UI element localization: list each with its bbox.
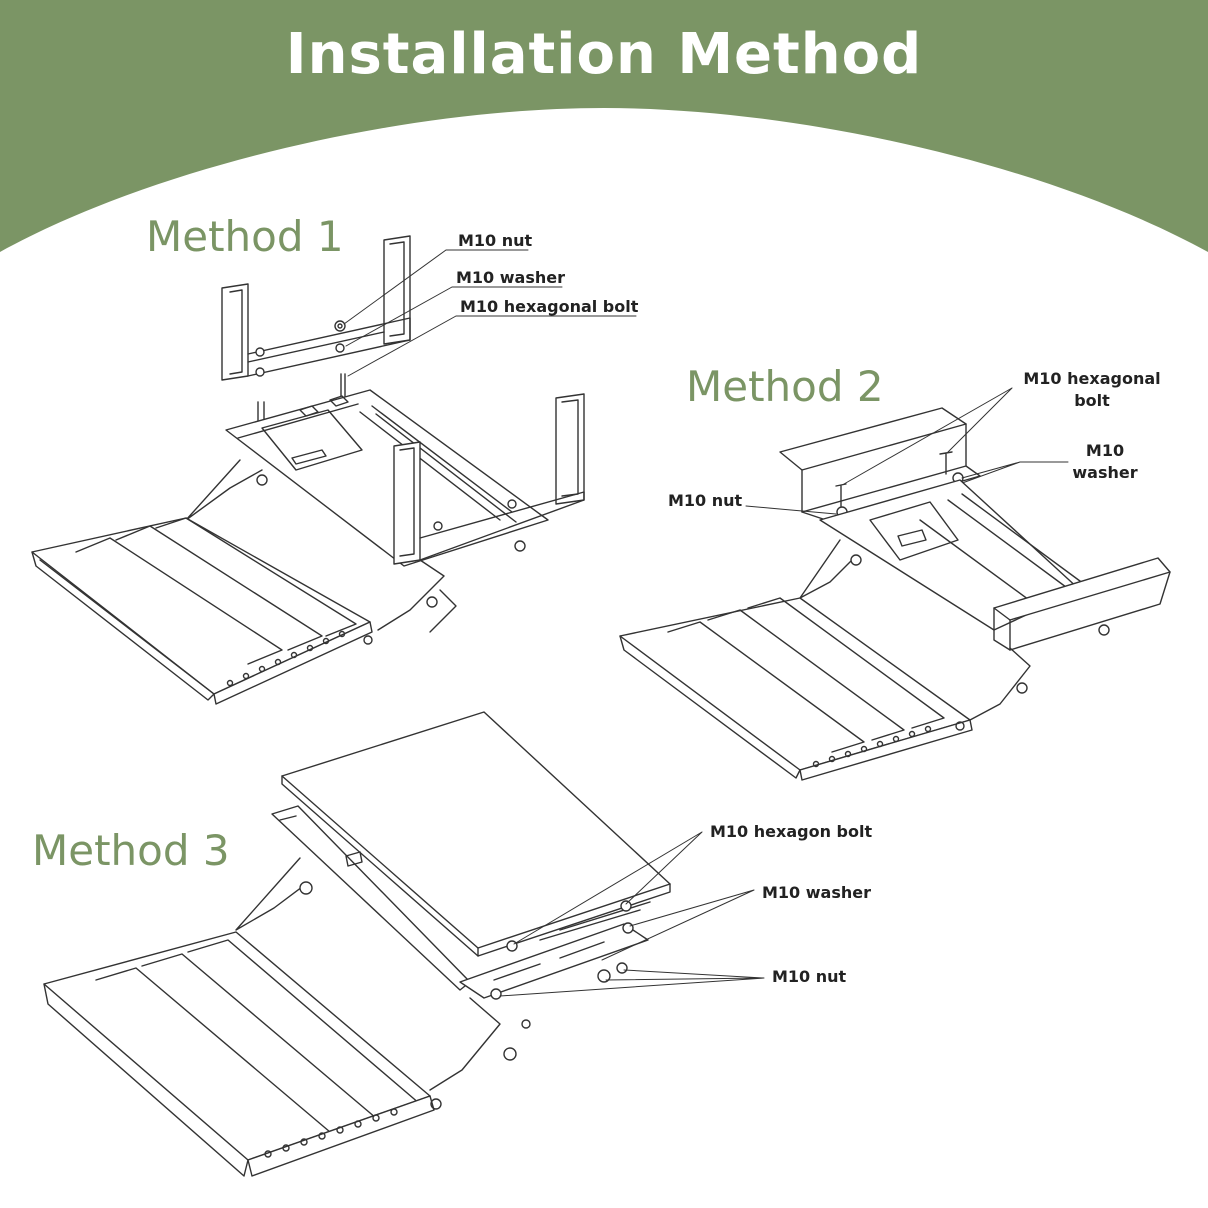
method-1-mounting-plate (225, 389, 549, 567)
method-2-far-bracket (779, 407, 981, 521)
method-1-far-frame (221, 235, 411, 381)
method-2-bolt-label: M10 hexagonal bolt (1023, 369, 1161, 410)
method-3-washer-label: M10 washer (762, 883, 871, 902)
method-1-title: Method 1 (146, 212, 344, 261)
method-1-bolt-icon (340, 373, 346, 397)
method-3-floor-panel (281, 711, 671, 957)
method-1-nut-label: M10 nut (458, 231, 533, 250)
method-3-washer-icon (506, 940, 518, 952)
method-3-step-illustration (43, 711, 765, 1177)
method-3-mounting-plate (271, 805, 651, 999)
method-1-washer-label: M10 washer (456, 268, 565, 287)
method-3-bolt-label: M10 hexagon bolt (710, 822, 873, 841)
method-1-bolt-label: M10 hexagonal bolt (460, 297, 639, 316)
banner-shape (0, 0, 1208, 252)
method-2-near-bracket (993, 557, 1171, 651)
method-3-nut-label: M10 nut (772, 967, 847, 986)
header-banner (0, 0, 1208, 252)
method-1-step-illustration (31, 235, 637, 705)
method-1-near-frame (393, 393, 585, 565)
method-2-step-illustration (619, 387, 1171, 781)
method-3-nut-icon (490, 988, 502, 1000)
method-3-title: Method 3 (32, 826, 230, 875)
method-3-tread (43, 931, 442, 1177)
method-1-washer-icon (334, 320, 346, 332)
method-2-washer-label: M10 washer (1072, 441, 1138, 482)
method-2-nut-label: M10 nut (668, 491, 743, 510)
page-title: Installation Method (285, 22, 923, 87)
method-2-title: Method 2 (686, 362, 884, 411)
method-1-tread (31, 517, 373, 705)
method-2-tread (619, 597, 973, 781)
